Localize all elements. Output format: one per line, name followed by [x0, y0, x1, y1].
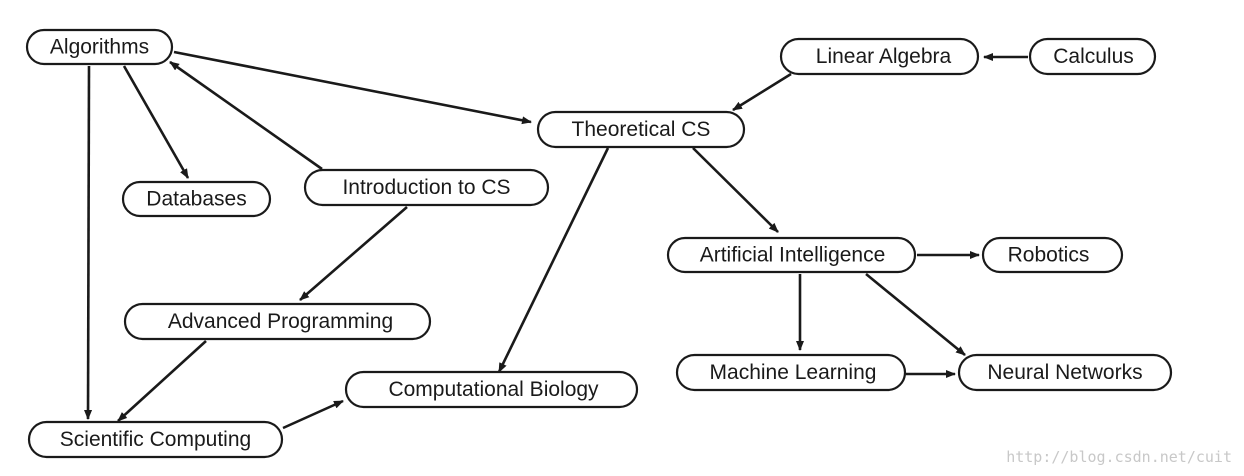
- node-artificial-intelligence: Artificial Intelligence: [666, 236, 917, 274]
- node-algorithms: Algorithms: [25, 28, 174, 66]
- node-linear-algebra-label: Linear Algebra: [816, 45, 952, 68]
- node-databases-label: Databases: [146, 188, 246, 211]
- node-theoretical-cs-box: [536, 110, 746, 149]
- edge-scientific-computing-to-computational-biology: [282, 399, 344, 430]
- edge-algorithms-to-databases: [122, 65, 190, 179]
- node-calculus-label: Calculus: [1053, 45, 1134, 68]
- node-computational-biology: Computational Biology: [344, 370, 639, 409]
- node-linear-algebra-box: [779, 37, 980, 76]
- node-intro-cs-label: Introduction to CS: [342, 176, 510, 199]
- node-intro-cs-box: [303, 168, 550, 207]
- node-advanced-programming-box: [123, 302, 432, 341]
- edge-artificial-intelligence-to-neural-networks: [865, 272, 966, 357]
- node-robotics: Robotics: [981, 236, 1124, 274]
- node-computational-biology-box: [344, 370, 639, 409]
- node-theoretical-cs-label: Theoretical CS: [572, 118, 711, 141]
- node-databases: Databases: [121, 180, 272, 218]
- node-artificial-intelligence-label: Artificial Intelligence: [700, 244, 886, 267]
- edge-theoretical-cs-to-artificial-intelligence: [692, 147, 779, 233]
- node-layer: Algorithms Databases Introduction to CS …: [25, 28, 1173, 459]
- edge-layer: [84, 50, 1028, 430]
- edge-intro-cs-to-advanced-programming: [299, 206, 408, 301]
- node-theoretical-cs: Theoretical CS: [536, 110, 746, 149]
- edge-advanced-programming-to-scientific-computing: [117, 340, 207, 422]
- node-intro-cs: Introduction to CS: [303, 168, 550, 207]
- node-machine-learning-box: [675, 353, 907, 392]
- edge-theoretical-cs-to-computational-biology: [497, 147, 610, 373]
- edge-linear-algebra-to-theoretical-cs: [732, 72, 792, 112]
- node-robotics-box: [981, 236, 1124, 274]
- edge-algorithms-to-theoretical-cs: [173, 50, 532, 125]
- node-linear-algebra: Linear Algebra: [779, 37, 980, 76]
- edge-intro-cs-to-algorithms: [169, 60, 323, 171]
- node-machine-learning-label: Machine Learning: [710, 361, 877, 384]
- node-scientific-computing-box: [27, 420, 284, 459]
- node-advanced-programming: Advanced Programming: [123, 302, 432, 341]
- node-computational-biology-label: Computational Biology: [388, 378, 599, 401]
- watermark-text: http://blog.csdn.net/cuit: [1006, 448, 1232, 466]
- node-calculus: Calculus: [1028, 37, 1157, 76]
- node-algorithms-box: [25, 28, 174, 66]
- node-neural-networks-label: Neural Networks: [987, 361, 1142, 384]
- node-scientific-computing: Scientific Computing: [27, 420, 284, 459]
- node-advanced-programming-label: Advanced Programming: [168, 310, 393, 333]
- edge-algorithms-to-scientific-computing: [84, 65, 93, 420]
- node-calculus-box: [1028, 37, 1157, 76]
- node-artificial-intelligence-box: [666, 236, 917, 274]
- node-robotics-label: Robotics: [1008, 244, 1090, 267]
- node-machine-learning: Machine Learning: [675, 353, 907, 392]
- node-scientific-computing-label: Scientific Computing: [60, 428, 251, 451]
- node-algorithms-label: Algorithms: [50, 36, 149, 59]
- node-neural-networks: Neural Networks: [957, 353, 1173, 392]
- node-databases-box: [121, 180, 272, 218]
- node-neural-networks-box: [957, 353, 1173, 392]
